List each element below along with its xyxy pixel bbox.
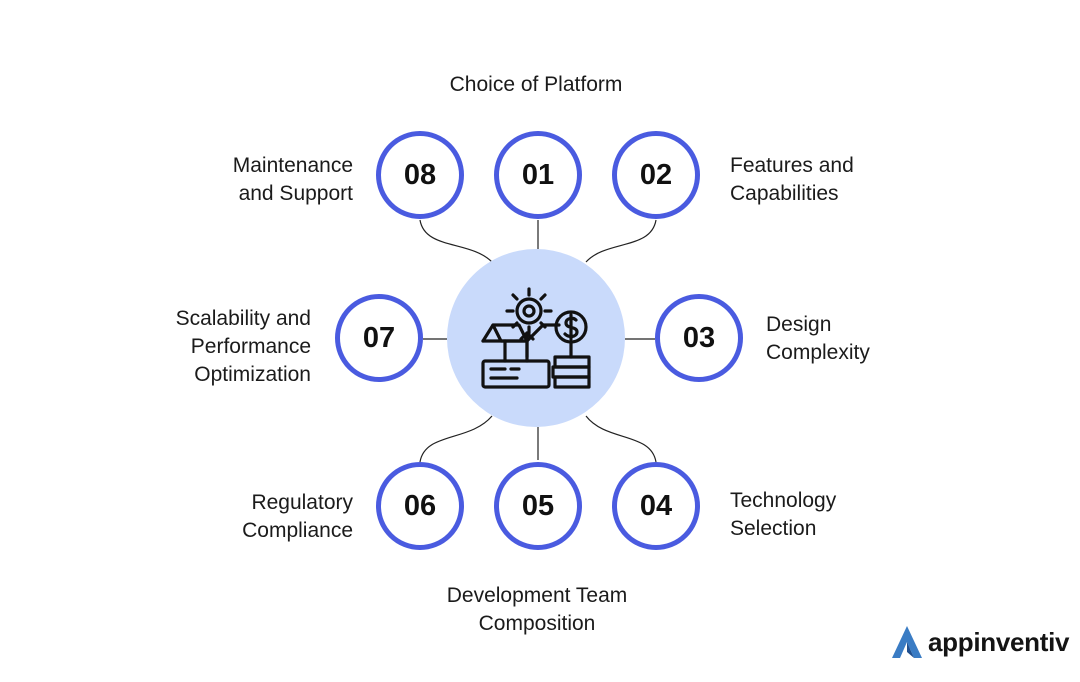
step-label-07-line-3: Optimization xyxy=(194,363,311,386)
connector-04 xyxy=(585,415,657,463)
step-circle-08: 08 xyxy=(376,131,464,219)
step-label-05: Development Team Composition xyxy=(408,582,666,638)
step-label-02-line-1: Features and xyxy=(730,154,854,177)
step-number-08: 08 xyxy=(403,158,437,191)
step-label-07-line-2: Performance xyxy=(190,335,311,358)
step-label-07: Scalability and Performance Optimization xyxy=(176,305,311,389)
step-number-05: 05 xyxy=(521,489,555,522)
step-number-02: 02 xyxy=(639,158,673,191)
step-label-06: Regulatory Compliance xyxy=(242,489,353,545)
step-label-08: Maintenance and Support xyxy=(233,152,353,208)
step-circle-06: 06 xyxy=(376,462,464,550)
step-circle-01: 01 xyxy=(494,131,582,219)
step-number-07: 07 xyxy=(362,321,396,354)
product-box-gear-dollar-icon xyxy=(481,287,591,389)
step-label-04-line-2: Selection xyxy=(730,517,817,540)
step-number-06: 06 xyxy=(403,489,437,522)
step-circle-02: 02 xyxy=(612,131,700,219)
step-label-01-line-1: Choice of Platform xyxy=(449,73,623,96)
step-number-04: 04 xyxy=(639,489,673,522)
brand-name: appinventiv xyxy=(928,626,1070,657)
step-circle-07: 07 xyxy=(335,294,423,382)
step-number-03: 03 xyxy=(682,321,716,354)
step-label-01: Choice of Platform xyxy=(418,71,654,99)
brand-logo: appinventiv xyxy=(890,624,1069,660)
appinventiv-logo-icon xyxy=(892,626,922,658)
step-label-05-line-2: Composition xyxy=(478,612,596,635)
step-label-03-line-1: Design xyxy=(766,313,832,336)
step-label-04-line-1: Technology xyxy=(730,489,837,512)
step-label-08-line-2: and Support xyxy=(238,182,353,205)
step-label-07-line-1: Scalability and xyxy=(175,307,311,330)
step-label-06-line-1: Regulatory xyxy=(251,491,353,514)
step-label-03: Design Complexity xyxy=(766,311,870,367)
step-label-03-line-2: Complexity xyxy=(766,341,870,364)
step-circle-03: 03 xyxy=(655,294,743,382)
step-label-02-line-2: Capabilities xyxy=(730,182,839,205)
step-label-05-line-1: Development Team xyxy=(446,584,628,607)
step-label-02: Features and Capabilities xyxy=(730,152,854,208)
step-circle-04: 04 xyxy=(612,462,700,550)
hub-circle xyxy=(447,249,625,427)
step-label-06-line-2: Compliance xyxy=(242,519,353,542)
step-label-08-line-1: Maintenance xyxy=(232,154,353,177)
step-label-04: Technology Selection xyxy=(730,487,836,543)
connector-06 xyxy=(419,415,493,463)
step-number-01: 01 xyxy=(521,158,555,191)
step-circle-05: 05 xyxy=(494,462,582,550)
connector-08 xyxy=(419,219,493,263)
connector-02 xyxy=(585,219,657,263)
